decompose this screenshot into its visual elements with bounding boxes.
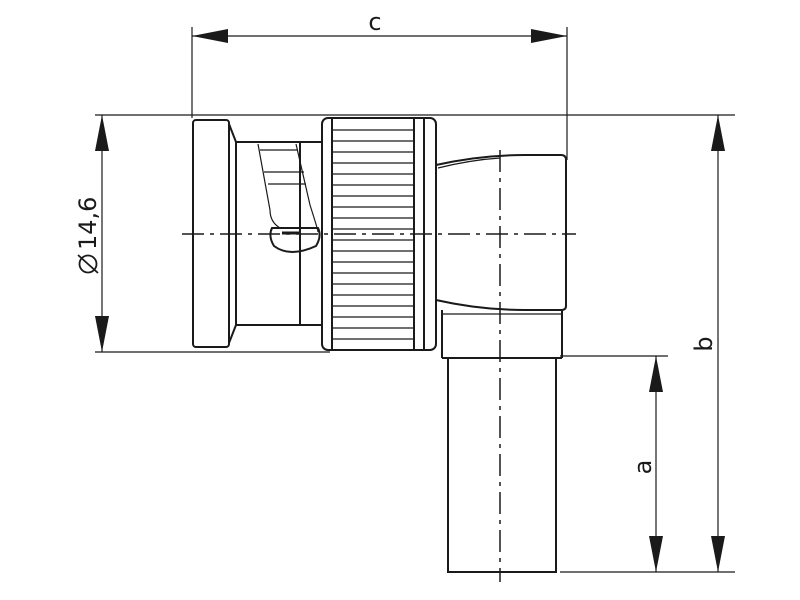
elbow-housing — [435, 154, 567, 359]
dimension-diameter-label: 14,6 — [74, 197, 102, 250]
cable-sleeve — [447, 357, 557, 573]
dimension-c: c — [192, 8, 567, 43]
dimension-a: a — [629, 356, 663, 572]
dimension-b-label: b — [690, 336, 718, 351]
dimension-c-label: c — [368, 8, 381, 36]
knurl-lines — [332, 129, 414, 340]
dimension-a-label: a — [629, 460, 657, 475]
dimension-b: b — [690, 115, 725, 572]
extension-lines — [95, 27, 735, 573]
bayonet-body — [236, 141, 322, 326]
center-lines — [182, 150, 576, 582]
diameter-symbol-icon — [77, 254, 99, 274]
dimension-diameter: 14,6 — [74, 115, 109, 352]
